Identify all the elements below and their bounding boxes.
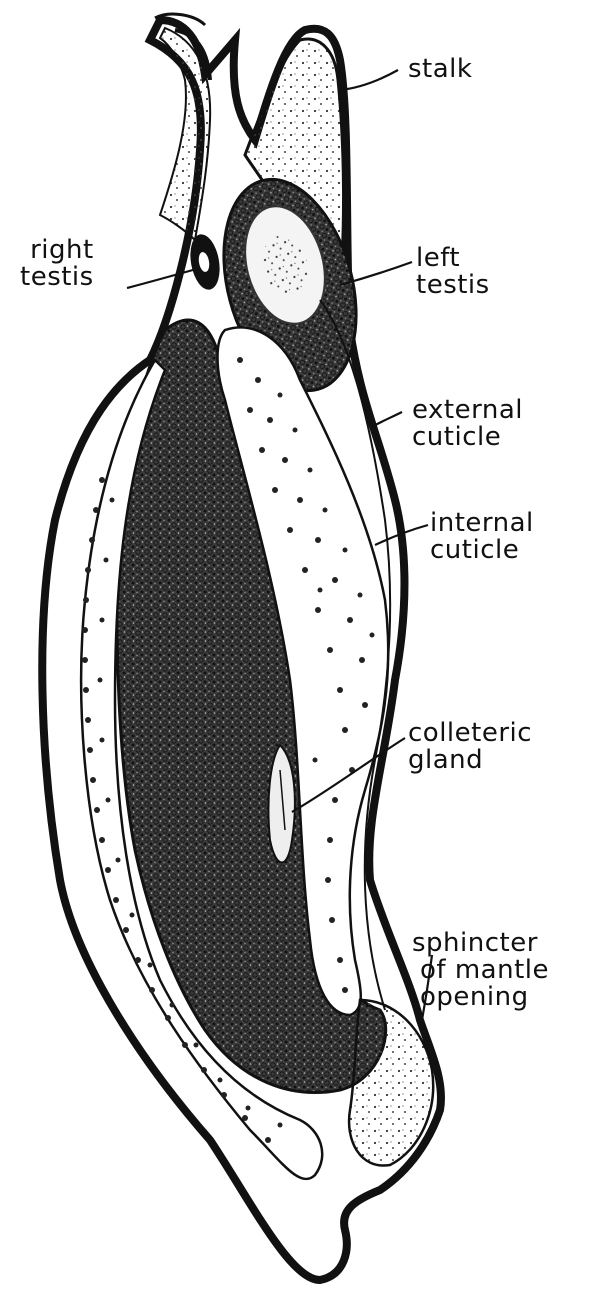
label-right-testis-line2: testis xyxy=(20,264,94,291)
label-internal-cuticle: internal cuticle xyxy=(430,510,534,564)
label-internal-cuticle-line1: internal xyxy=(430,510,534,537)
label-external-cuticle-line1: external xyxy=(412,397,523,424)
label-left-testis: left testis xyxy=(416,245,490,299)
label-external-cuticle-line2: cuticle xyxy=(412,424,523,451)
label-internal-cuticle-line2: cuticle xyxy=(430,537,534,564)
label-right-testis: right testis xyxy=(20,237,94,291)
label-sphincter-line1: sphincter xyxy=(412,930,549,957)
label-stalk: stalk xyxy=(408,56,472,83)
label-sphincter-line3: opening xyxy=(412,984,549,1011)
label-colleteric-gland: colleteric gland xyxy=(408,720,532,774)
label-colleteric-gland-line2: gland xyxy=(408,747,532,774)
label-sphincter-line2: of mantle xyxy=(412,957,549,984)
label-external-cuticle: external cuticle xyxy=(412,397,523,451)
label-left-testis-line1: left xyxy=(416,245,490,272)
label-sphincter: sphincter of mantle opening xyxy=(412,930,549,1011)
leader-stalk xyxy=(340,70,398,90)
label-right-testis-line1: right xyxy=(20,237,94,264)
label-left-testis-line2: testis xyxy=(416,272,490,299)
label-colleteric-gland-line1: colleteric xyxy=(408,720,532,747)
label-stalk-line1: stalk xyxy=(408,56,472,83)
